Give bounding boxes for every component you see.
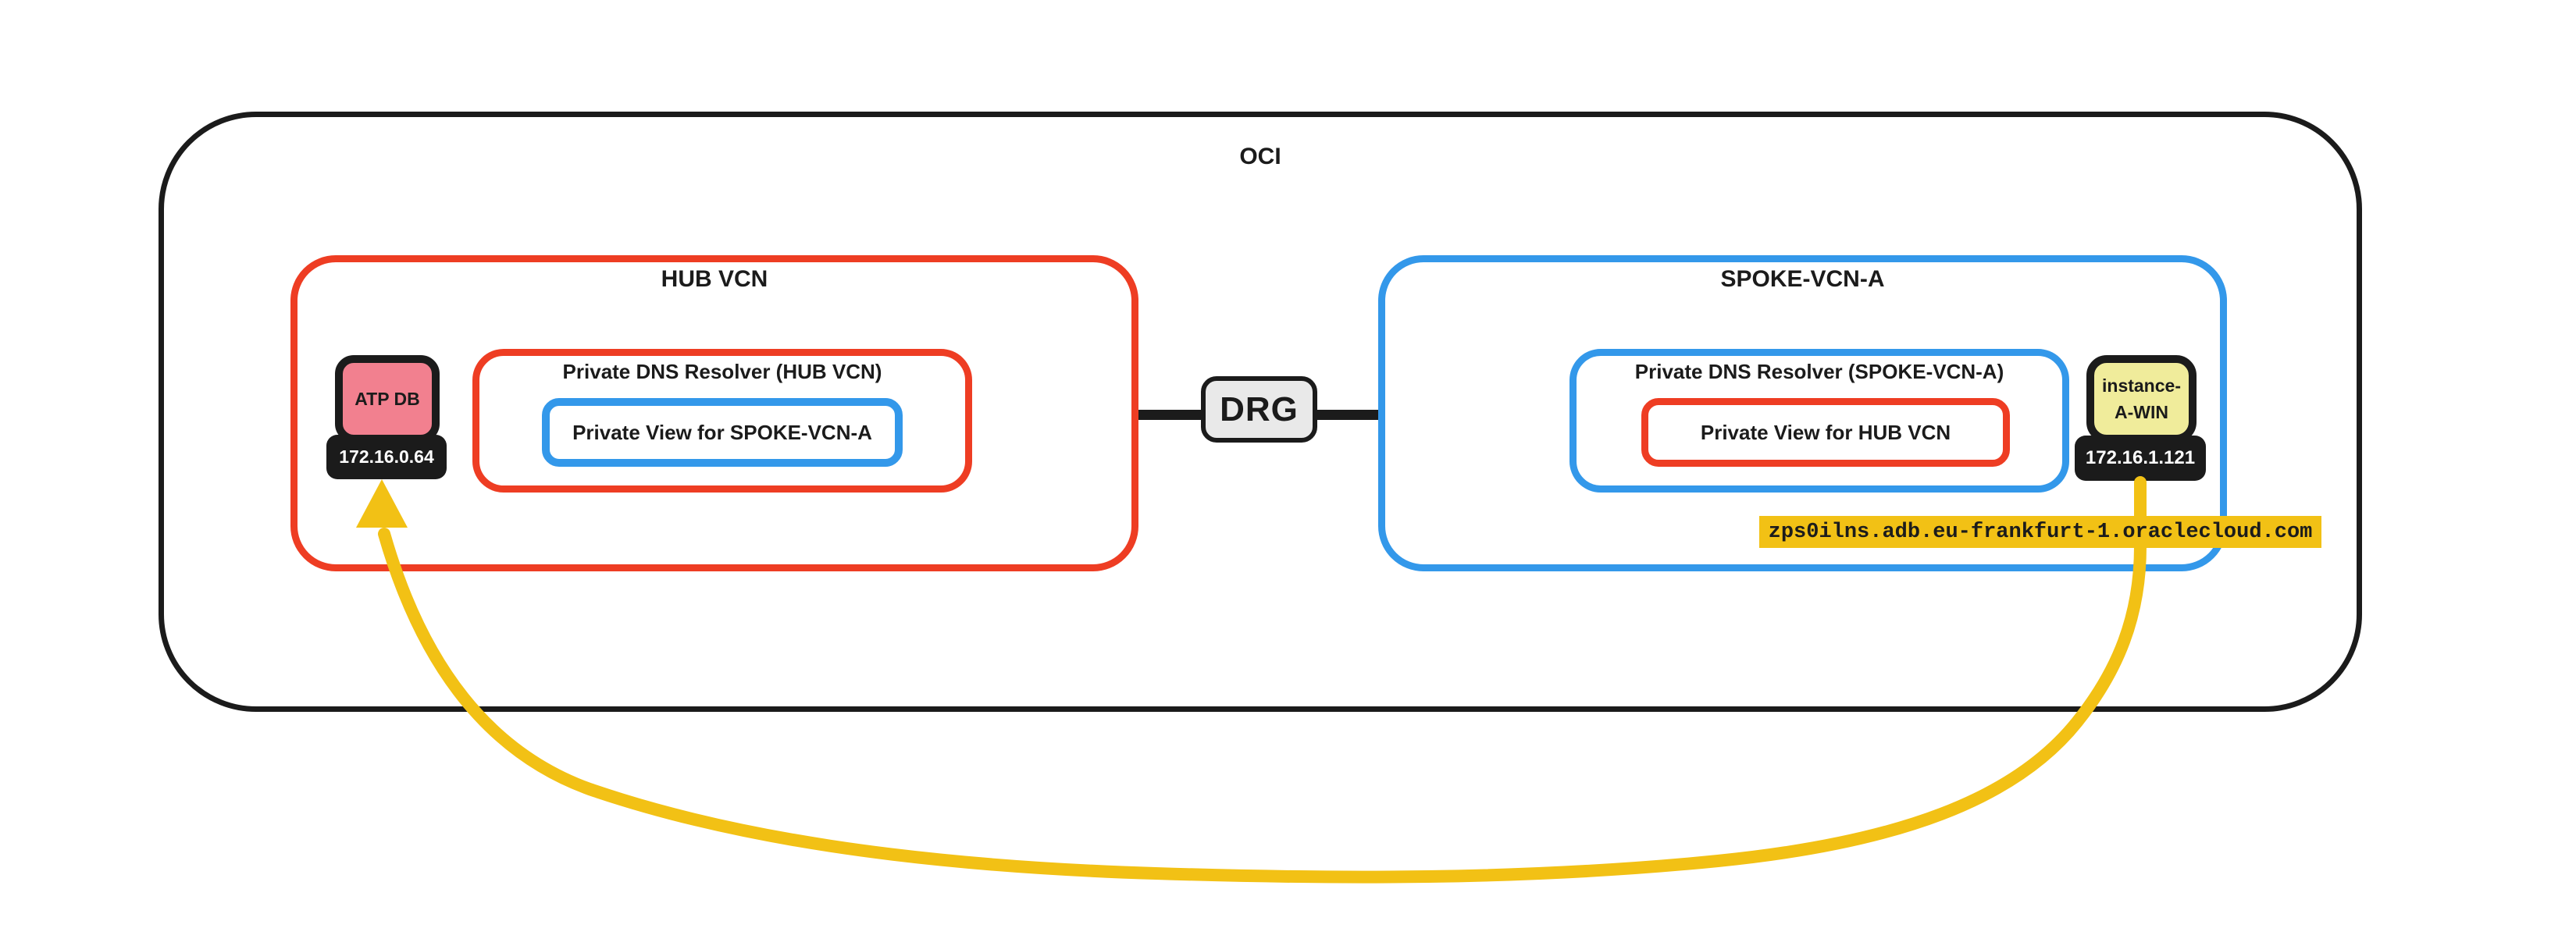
instance-ip-badge: 172.16.1.121 — [2075, 436, 2206, 481]
atp-db-icon: ATP DB — [335, 355, 440, 443]
hub-private-view-box: Private View for SPOKE-VCN-A — [542, 398, 903, 467]
hub-private-view-label: Private View for SPOKE-VCN-A — [572, 420, 872, 444]
drg-node: DRG — [1201, 376, 1317, 443]
oci-label: OCI — [1239, 144, 1281, 169]
instance-a-win-icon: instance- A-WIN — [2086, 355, 2197, 443]
instance-ip: 172.16.1.121 — [2085, 447, 2196, 468]
atp-db-ip-badge: 172.16.0.64 — [326, 435, 447, 479]
atp-db-ip: 172.16.0.64 — [339, 446, 434, 467]
instance-name-line1: instance- — [2102, 375, 2181, 396]
hub-dns-resolver-label: Private DNS Resolver (HUB VCN) — [562, 360, 882, 383]
drg-label: DRG — [1220, 389, 1299, 429]
spoke-private-view-label: Private View for HUB VCN — [1700, 420, 1951, 444]
spoke-private-view-box: Private View for HUB VCN — [1641, 398, 2010, 467]
spoke-dns-resolver-label: Private DNS Resolver (SPOKE-VCN-A) — [1634, 360, 2004, 383]
hub-vcn-label: HUB VCN — [661, 266, 768, 292]
spoke-vcn-a-label: SPOKE-VCN-A — [1720, 266, 1885, 292]
instance-name-line2: A-WIN — [2115, 402, 2168, 422]
fqdn-text: zps0ilns.adb.eu-frankfurt-1.oraclecloud.… — [1768, 520, 2313, 544]
atp-db-label: ATP DB — [355, 388, 420, 409]
